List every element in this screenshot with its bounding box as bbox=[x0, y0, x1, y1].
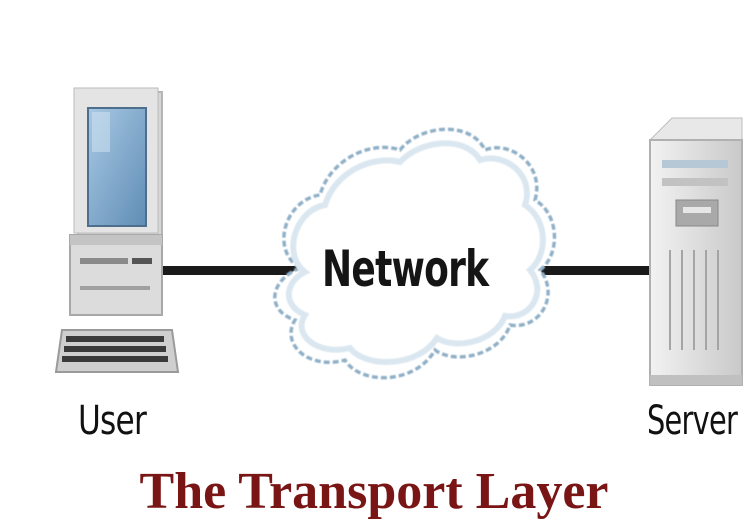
user-network-link bbox=[160, 266, 310, 275]
cloud-icon bbox=[273, 127, 557, 380]
network-label: Network bbox=[322, 240, 489, 298]
diagram-title: The Transport Layer bbox=[139, 463, 609, 520]
network-server-link bbox=[533, 266, 653, 275]
server-label: Server bbox=[647, 398, 738, 444]
user-label: User bbox=[78, 398, 147, 444]
connection-lines bbox=[160, 266, 653, 275]
desktop-computer-icon bbox=[54, 87, 180, 373]
server-tower-icon bbox=[648, 117, 743, 386]
